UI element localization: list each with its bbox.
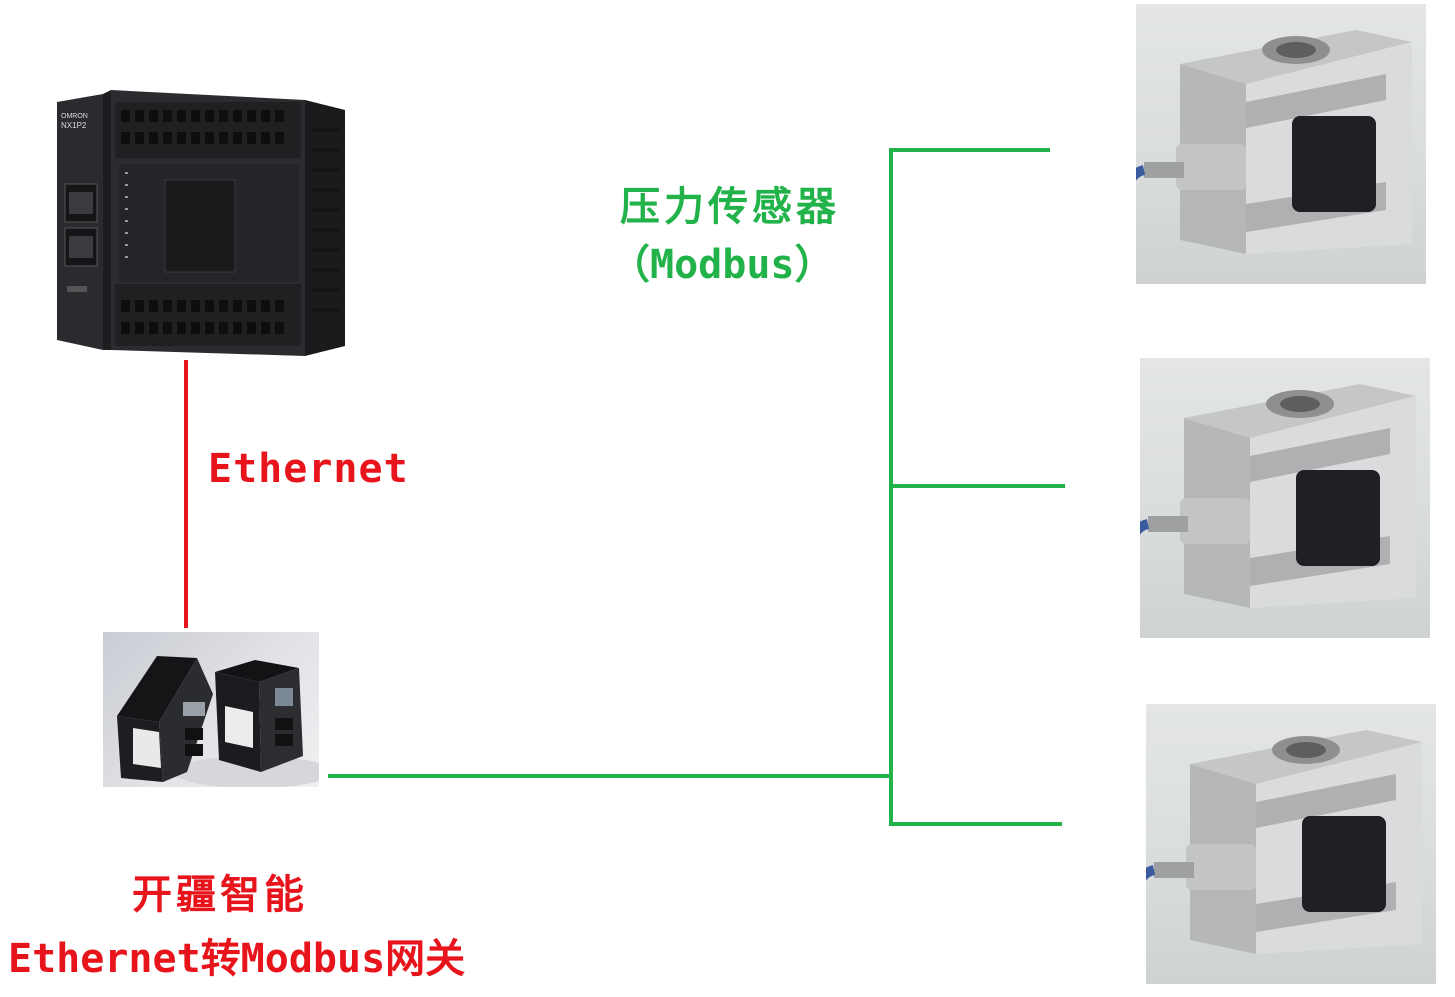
gateway-module (103, 632, 319, 787)
pressure-sensor-2 (1140, 358, 1430, 638)
plc-controller: OMRON NX1P2 (55, 88, 355, 360)
pressure-sensor-1 (1136, 4, 1426, 284)
ethernet-link (184, 360, 188, 628)
sensor-title-label: 压力传感器 (620, 184, 840, 230)
ethernet-label: Ethernet (208, 446, 409, 492)
sensor-branch-3 (889, 822, 1062, 826)
gateway-name-label: Ethernet转Modbus网关 (8, 936, 466, 982)
sensor-branch-1 (889, 148, 1050, 152)
s-type-load-cell-icon (1146, 730, 1422, 954)
plc-model-text: NX1P2 (61, 121, 87, 130)
plc-controller-icon: OMRON NX1P2 (57, 90, 345, 356)
gateway-brand-label: 开疆智能 (132, 872, 308, 918)
s-type-load-cell-icon (1136, 30, 1412, 254)
sensor-protocol-label: （Modbus） (610, 242, 835, 288)
gateway-to-bus-link (328, 774, 892, 778)
s-type-load-cell-icon (1140, 384, 1416, 608)
plc-brand-text: OMRON (61, 113, 88, 120)
gateway-module-icon (117, 656, 319, 787)
pressure-sensor-3 (1146, 704, 1436, 984)
sensor-branch-2 (889, 484, 1065, 488)
